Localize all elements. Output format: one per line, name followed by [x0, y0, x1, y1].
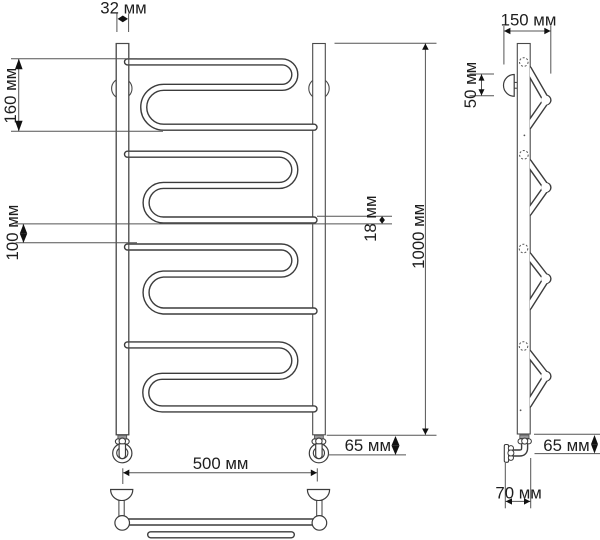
svg-text:65 мм: 65 мм: [543, 436, 589, 455]
svg-text:150 мм: 150 мм: [501, 11, 557, 30]
svg-text:100 мм: 100 мм: [3, 205, 22, 261]
svg-text:65 мм: 65 мм: [345, 436, 391, 455]
svg-text:1000 мм: 1000 мм: [409, 204, 428, 269]
svg-text:50 мм: 50 мм: [461, 62, 480, 108]
svg-text:18 мм: 18 мм: [361, 195, 380, 241]
svg-text:70 мм: 70 мм: [495, 484, 541, 503]
svg-text:500 мм: 500 мм: [193, 454, 249, 473]
svg-text:160 мм: 160 мм: [1, 68, 20, 124]
svg-text:32 мм: 32 мм: [100, 0, 146, 18]
